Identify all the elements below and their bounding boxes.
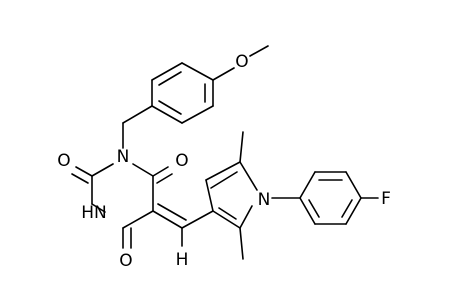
- bond: [152, 210, 183, 229]
- bond: [181, 62, 214, 81]
- bond: [91, 163, 114, 177]
- atom-label-layer: O N O O HN O H N F: [57, 52, 391, 271]
- bond: [249, 45, 269, 57]
- bond: [218, 207, 237, 220]
- bond: [299, 197, 316, 225]
- bond: [151, 105, 183, 124]
- bond: [158, 71, 182, 86]
- bond: [341, 199, 353, 218]
- bond: [122, 105, 153, 124]
- bond: [71, 173, 89, 184]
- atom-label-vinyl-hydrogen: H: [176, 250, 189, 270]
- bond: [239, 161, 258, 191]
- bond: [210, 171, 238, 189]
- bond: [181, 105, 214, 124]
- bond: [345, 197, 362, 225]
- atom-label-methoxy-oxygen: O: [235, 52, 248, 72]
- bond: [205, 179, 214, 212]
- bond: [308, 199, 320, 218]
- bond: [181, 210, 214, 229]
- bond: [156, 173, 173, 184]
- bond: [132, 163, 154, 177]
- atom-label-carbonyl-oxygen-bottom: O: [119, 251, 132, 271]
- bond: [212, 210, 241, 229]
- bond: [122, 210, 154, 229]
- bond: [158, 100, 182, 115]
- atom-label-imide-nh: HN: [81, 203, 107, 223]
- bond: [239, 131, 244, 163]
- bond: [151, 62, 183, 81]
- atom-label-carbonyl-oxygen-right: O: [175, 151, 188, 171]
- bond: [239, 227, 244, 260]
- atom-label-ring-nitrogen: N: [117, 147, 130, 167]
- bond: [75, 166, 93, 177]
- bond: [212, 67, 235, 81]
- atom-label-fluorine: F: [381, 189, 391, 209]
- bond-layer: [71, 45, 379, 260]
- bond: [239, 205, 253, 229]
- bond: [299, 171, 316, 199]
- bond: [157, 203, 187, 221]
- bond: [152, 166, 169, 177]
- bond: [91, 203, 106, 213]
- bond: [205, 161, 241, 181]
- atom-label-carbonyl-oxygen-left: O: [57, 151, 70, 171]
- atom-label-pyrrole-nitrogen: N: [258, 190, 271, 210]
- bond: [345, 171, 362, 199]
